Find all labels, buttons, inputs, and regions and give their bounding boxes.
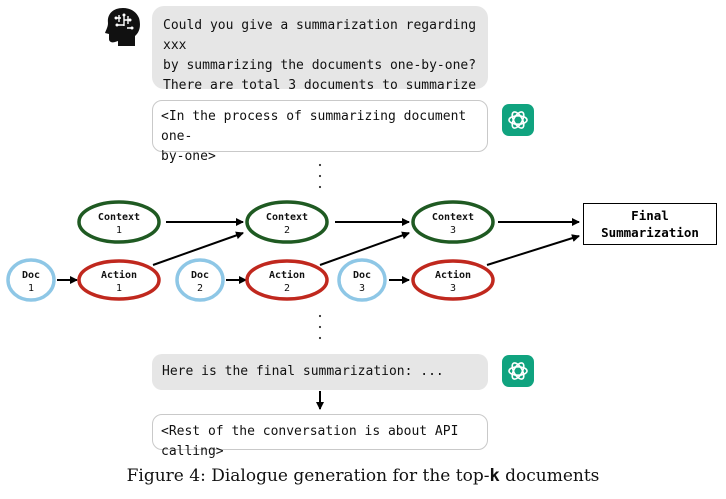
doc-label-1-line: Doc (22, 270, 40, 281)
action-label-2-line: Action (269, 269, 305, 281)
action-node-1 (77, 259, 161, 301)
context-label-2-line: 2 (284, 225, 290, 236)
arrow-action1-context2 (152, 231, 244, 266)
action-label-1-line: 1 (116, 283, 122, 294)
final-summarization-box: Final Summarization (583, 203, 717, 245)
doc-label-2-line: 2 (197, 283, 203, 294)
user-query-bubble: Could you give a summarization regarding… (152, 6, 488, 93)
context-node-3 (411, 200, 495, 244)
assistant-final-bubble: Here is the final summarization: ... (152, 354, 488, 390)
doc-node-3 (337, 258, 387, 302)
action-label-1-line: Action (101, 269, 137, 281)
context-label-1-line: 1 (116, 225, 122, 236)
ellipsis-dots-upper (318, 163, 322, 189)
arrow-action3-final (486, 234, 580, 266)
figure-caption: Figure 4: Dialogue generation for the to… (0, 466, 726, 486)
context-label-2-line: Context (266, 212, 308, 223)
context-label-3-line: Context (432, 212, 474, 223)
context-label-3: Context 3 (432, 212, 474, 236)
action-node-2 (245, 259, 329, 301)
action-node-3 (411, 259, 495, 301)
action-label-3-line: 3 (450, 283, 456, 294)
context-label-3-line: 3 (450, 225, 456, 236)
chatgpt-logo-icon (502, 104, 534, 136)
doc-node-1 (6, 258, 56, 302)
caption-suffix: documents (499, 466, 600, 486)
context-node-2 (245, 200, 329, 244)
doc-label-2-line: Doc (191, 270, 209, 281)
action-label-3: Action 3 (435, 269, 471, 294)
action-label-3-line: Action (435, 269, 471, 281)
action-label-1: Action 1 (101, 269, 137, 294)
context-node-1 (77, 200, 161, 244)
chatgpt-logo-icon (502, 355, 534, 387)
brain-head-icon (105, 8, 140, 46)
doc-label-1: Doc 1 (22, 270, 40, 294)
context-label-1: Context 1 (98, 212, 140, 236)
ellipsis-dots-lower (318, 314, 322, 340)
doc-label-3-line: Doc (353, 270, 371, 281)
doc-label-3-line: 3 (359, 283, 365, 294)
action-label-2: Action 2 (269, 269, 305, 294)
assistant-progress-bubble: <In the process of summarizing document … (152, 100, 488, 164)
rest-conversation-bubble: <Rest of the conversation is about API c… (152, 414, 488, 459)
doc-label-3: Doc 3 (353, 270, 371, 294)
action-label-2-line: 2 (284, 283, 290, 294)
context-label-1-line: Context (98, 212, 140, 223)
doc-node-2 (175, 258, 225, 302)
doc-label-1-line: 1 (28, 283, 34, 294)
arrow-action2-context3 (319, 231, 410, 266)
context-label-2: Context 2 (266, 212, 308, 236)
caption-k: k (489, 466, 500, 486)
caption-prefix: Figure 4: Dialogue generation for the to… (126, 466, 490, 486)
doc-label-2: Doc 2 (191, 270, 209, 294)
